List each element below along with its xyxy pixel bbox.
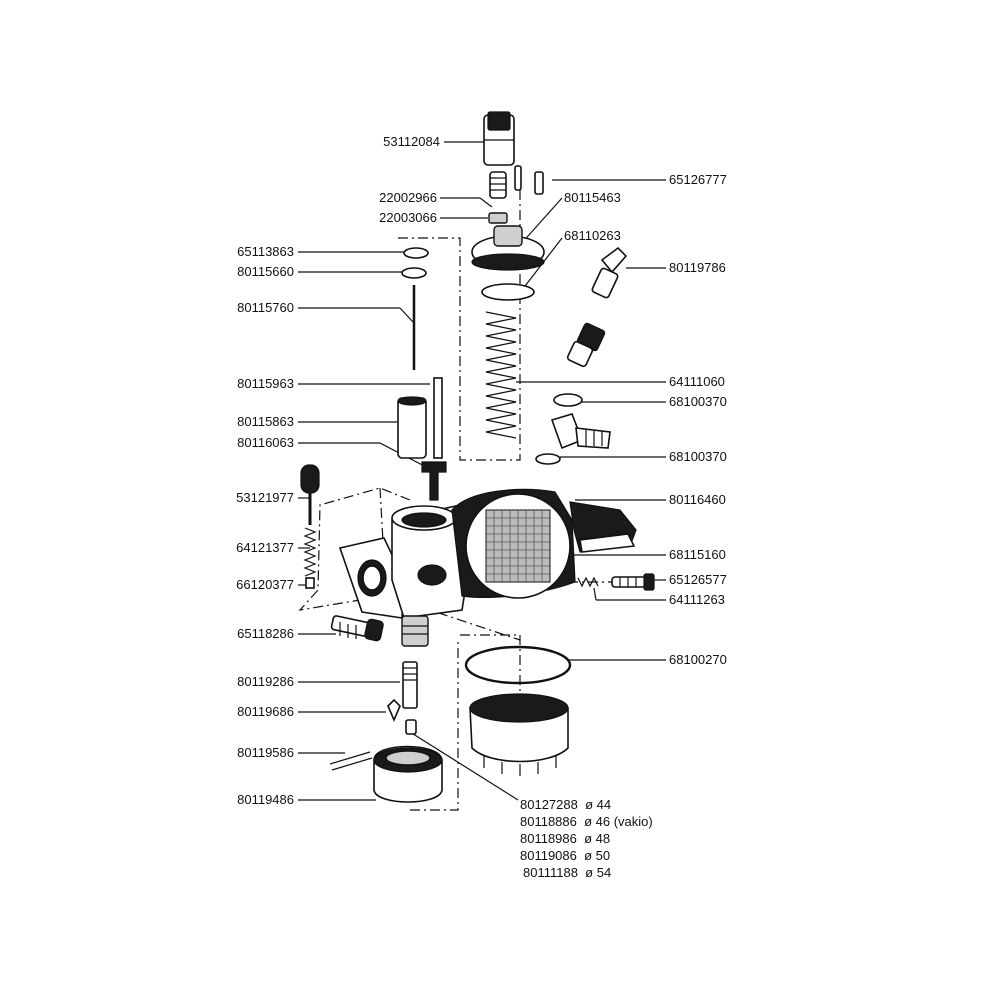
label-80119686: 80119686 xyxy=(237,704,294,719)
air-filter xyxy=(451,488,637,599)
main-jet-size-list: 80127288 ø 44 80118886 ø 46 (vakio) 8011… xyxy=(520,797,653,880)
float-bowl xyxy=(469,693,569,776)
label-65126577: 65126577 xyxy=(669,572,727,587)
jet-clip xyxy=(387,698,401,723)
label-68100270: 68100270 xyxy=(669,652,727,667)
label-80119586: 80119586 xyxy=(237,745,294,760)
label-64111263: 64111263 xyxy=(669,592,725,607)
washer-65113863 xyxy=(403,247,429,259)
needle-clip xyxy=(421,461,447,501)
label-53112084: 53112084 xyxy=(383,134,440,149)
pilot-air-screw xyxy=(330,615,384,642)
tickler-assembly xyxy=(300,464,320,589)
banjo-fitting xyxy=(566,246,628,368)
main-jet xyxy=(405,719,417,735)
chamber-cover xyxy=(471,225,545,301)
part-labels-left: 53112084 22002966 22003066 65113863 8011… xyxy=(236,134,440,807)
label-80116460: 80116460 xyxy=(669,492,726,507)
label-68115160: 68115160 xyxy=(669,547,726,562)
label-68100370-upper: 68100370 xyxy=(669,394,727,409)
jet-size-50: 80119086 ø 50 xyxy=(520,848,610,863)
label-22002966: 22002966 xyxy=(379,190,437,205)
label-65113863: 65113863 xyxy=(237,244,294,259)
cover-gasket xyxy=(481,283,535,301)
bowl-gasket xyxy=(464,645,572,685)
adjuster-screw xyxy=(489,171,507,199)
label-80119486: 80119486 xyxy=(237,792,294,807)
washer-80115660 xyxy=(401,267,427,279)
leader-lines xyxy=(298,141,666,801)
label-68110263: 68110263 xyxy=(564,228,621,243)
label-80119286: 80119286 xyxy=(237,674,294,689)
jet-size-46: 80118886 ø 46 (vakio) xyxy=(520,814,653,829)
fuel-nipple xyxy=(550,413,611,450)
lock-nut xyxy=(488,212,508,224)
jet-size-48: 80118986 ø 48 xyxy=(520,831,610,846)
banjo-washer-upper xyxy=(553,393,583,407)
label-80119786: 80119786 xyxy=(669,260,726,275)
throttle-spring xyxy=(485,310,517,440)
throttle-slide xyxy=(397,377,447,501)
carburetor-body xyxy=(338,505,471,647)
screw-small-b xyxy=(534,171,544,195)
label-64121377: 64121377 xyxy=(236,540,294,555)
label-22003066: 22003066 xyxy=(379,210,437,225)
float-bowl-assembly xyxy=(329,745,443,803)
float-pin xyxy=(329,751,373,771)
label-80115863: 80115863 xyxy=(237,414,294,429)
screw-small-a xyxy=(514,165,522,191)
label-80115660: 80115660 xyxy=(237,264,294,279)
idle-screw xyxy=(577,573,655,591)
top-cap-head xyxy=(487,111,511,131)
top-cap-assembly xyxy=(483,111,544,224)
label-80116063: 80116063 xyxy=(237,435,294,450)
label-64111060: 64111060 xyxy=(669,374,725,389)
label-68100370-lower: 68100370 xyxy=(669,449,727,464)
banjo-washer-lower xyxy=(535,453,561,465)
part-labels-right: 65126777 80115463 68110263 80119786 6411… xyxy=(564,172,727,667)
label-80115463: 80115463 xyxy=(564,190,621,205)
label-65118286: 65118286 xyxy=(237,626,294,641)
label-66120377: 66120377 xyxy=(236,577,294,592)
label-53121977: 53121977 xyxy=(236,490,294,505)
label-80115963: 80115963 xyxy=(237,376,294,391)
slide-rod xyxy=(433,377,443,459)
label-65126777: 65126777 xyxy=(669,172,727,187)
jet-holder xyxy=(387,661,418,735)
jet-size-54: 80111188 ø 54 xyxy=(523,865,611,880)
jet-size-44: 80127288 ø 44 xyxy=(520,797,611,812)
label-80115760: 80115760 xyxy=(237,300,294,315)
